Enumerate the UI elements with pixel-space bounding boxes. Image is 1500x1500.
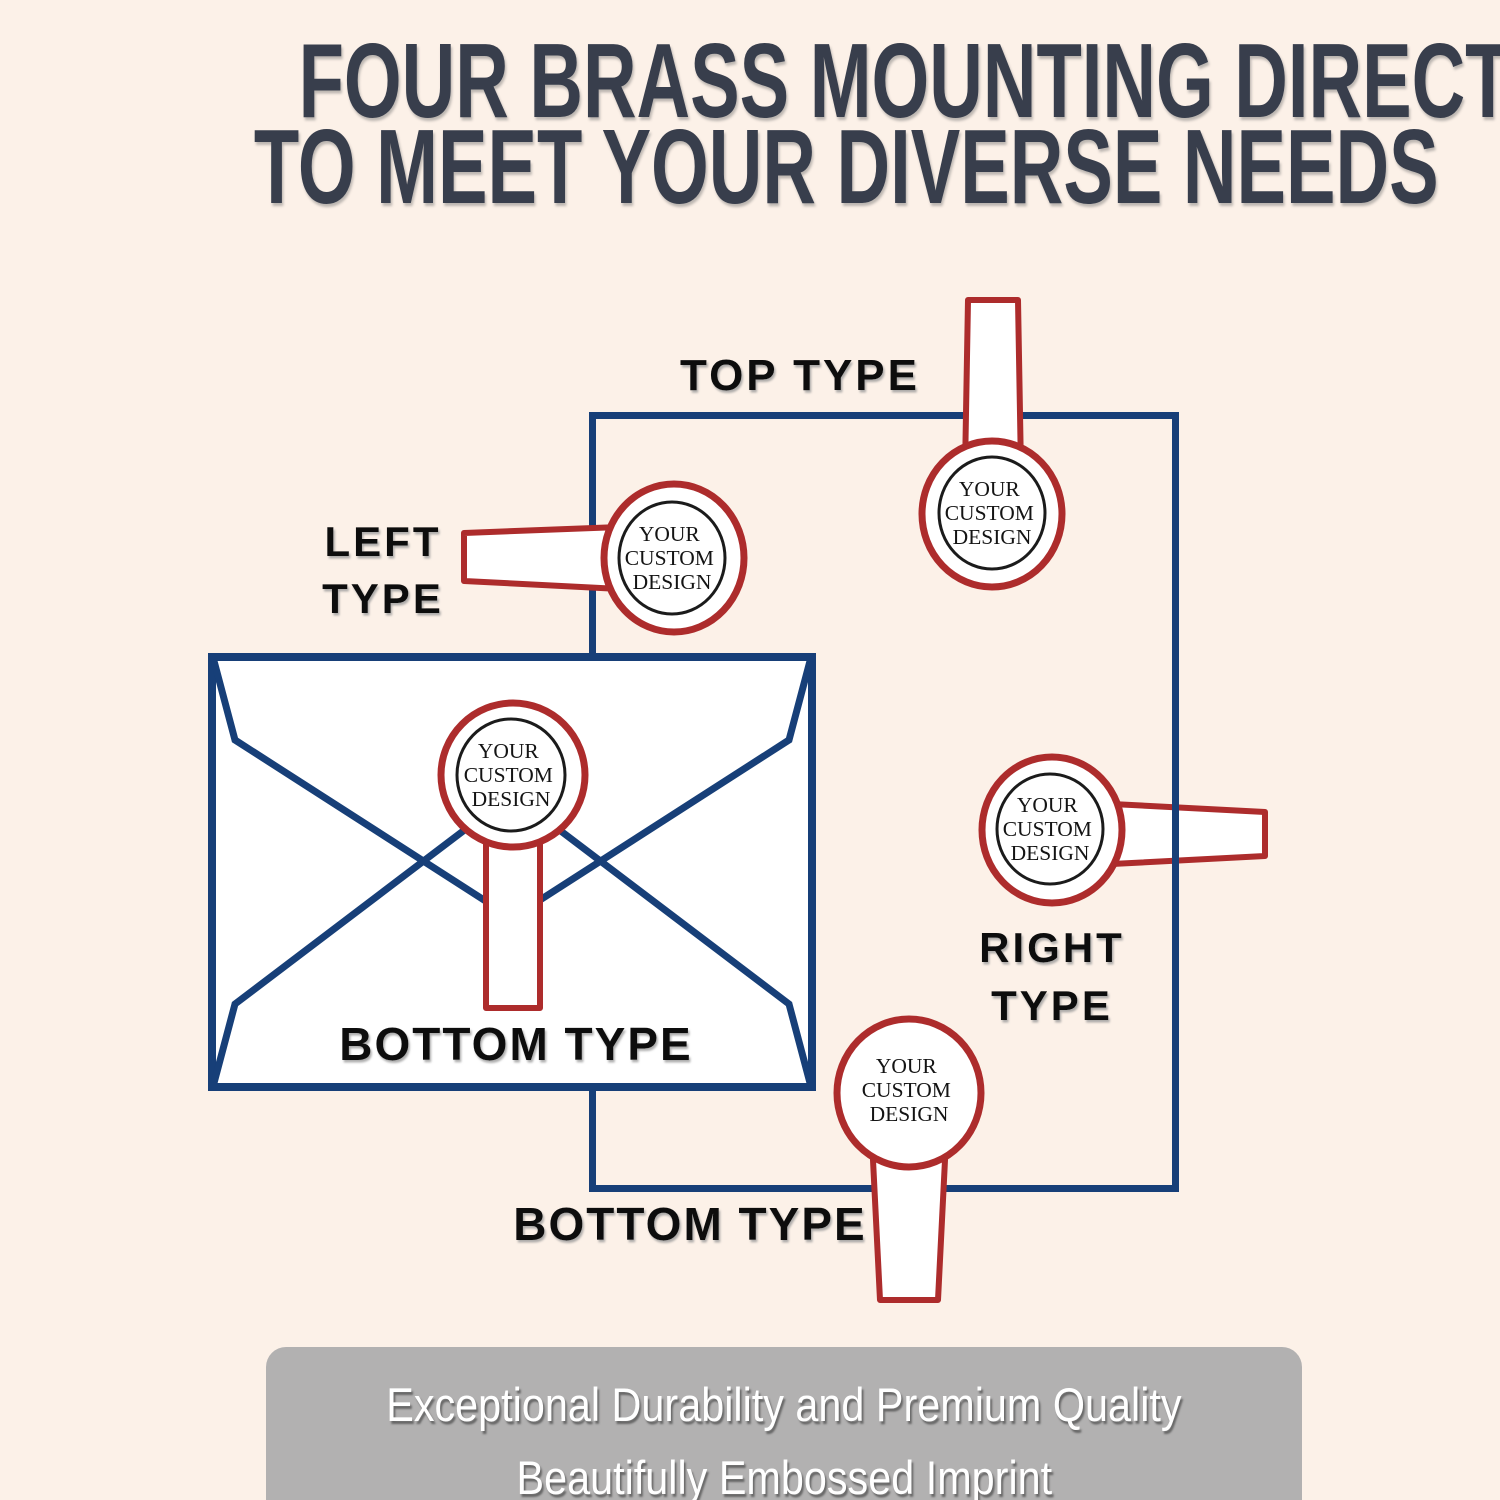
envelope-flap-bottom-left — [210, 791, 515, 1084]
label-top-type: TOP TYPE — [680, 351, 920, 400]
seal-stamp-top-icon: YOUR CUSTOM DESIGN — [918, 297, 1066, 591]
seal-stamp-right-icon: YOUR CUSTOM DESIGN — [978, 753, 1268, 907]
label-bottom-type-square: BOTTOM TYPE — [513, 1198, 866, 1250]
stamp-head — [437, 699, 589, 851]
stamp-custom-design-text: YOUR CUSTOM DESIGN — [862, 1054, 957, 1126]
label-left-type: LEFT TYPE — [322, 518, 444, 622]
svg-text:TYPE: TYPE — [322, 575, 444, 622]
svg-text:TYPE: TYPE — [991, 982, 1113, 1029]
envelope-flap-bottom-right — [509, 791, 814, 1084]
envelope-flap-top-left — [210, 660, 514, 921]
stamp-head — [918, 437, 1066, 591]
stamp-design-ring — [455, 717, 567, 833]
stamp-head — [600, 480, 748, 636]
banner-line-2: Beautifully Embossed Imprint — [516, 1451, 1052, 1500]
stamp-design-ring — [937, 455, 1047, 571]
title-line-2: TO MEET YOUR DIVERSE NEEDS — [253, 108, 1439, 226]
label-right-type: RIGHT TYPE — [979, 924, 1125, 1029]
stamp-head — [833, 1015, 985, 1171]
feature-banner: Exceptional Durability and Premium Quali… — [266, 1347, 1302, 1500]
stamp-custom-design-text: YOUR CUSTOM DESIGN — [1003, 793, 1098, 865]
stamp-design-ring — [995, 772, 1105, 886]
seal-stamp-on-envelope-icon: YOUR CUSTOM DESIGN — [437, 699, 589, 1011]
stamp-custom-design-text: YOUR CUSTOM DESIGN — [945, 477, 1040, 549]
label-bottom-type-envelope: BOTTOM TYPE — [339, 1018, 692, 1070]
title-line-1: FOUR BRASS MOUNTING DIRECTIONS — [298, 22, 1500, 140]
stamp-custom-design-text: YOUR CUSTOM DESIGN — [464, 739, 559, 811]
seal-stamp-left-icon: YOUR CUSTOM DESIGN — [461, 480, 748, 636]
page-title: FOUR BRASS MOUNTING DIRECTIONS TO MEET Y… — [0, 22, 1500, 226]
stamp-custom-design-text: YOUR CUSTOM DESIGN — [625, 522, 720, 594]
svg-text:LEFT: LEFT — [325, 518, 442, 565]
seal-stamp-bottom-icon: YOUR CUSTOM DESIGN — [833, 1015, 985, 1303]
envelope-graphic: YOUR CUSTOM DESIGN BOTTOM TYPE — [208, 653, 816, 1091]
stamp-handle — [461, 524, 623, 592]
stamp-handle — [1109, 801, 1268, 867]
stamp-design-ring — [617, 500, 727, 616]
svg-text:RIGHT: RIGHT — [979, 924, 1125, 971]
envelope-flap-top-right — [510, 660, 814, 921]
banner-line-1: Exceptional Durability and Premium Quali… — [386, 1378, 1182, 1431]
